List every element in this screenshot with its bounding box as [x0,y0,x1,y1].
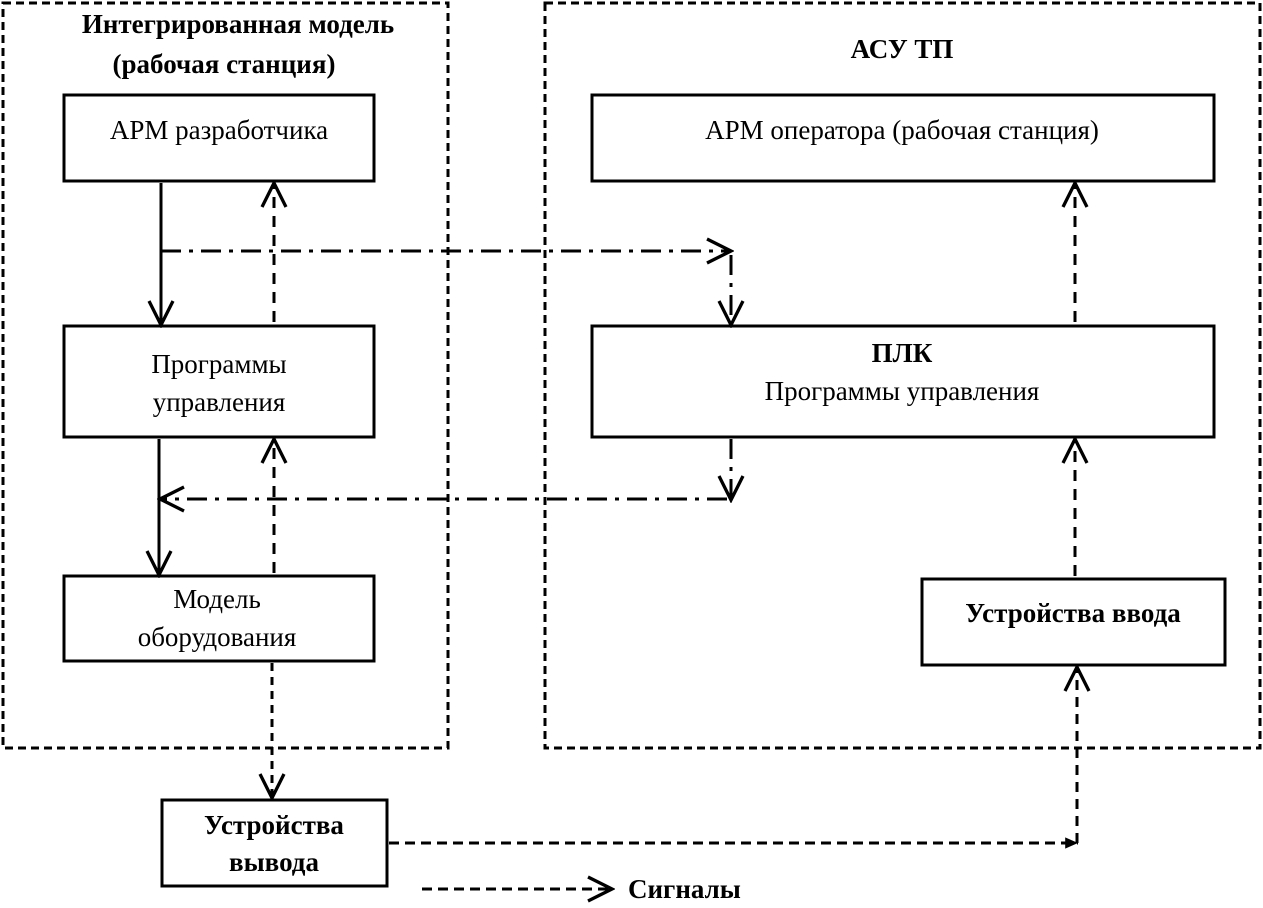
legend: Сигналы [422,874,741,904]
group-asu-tp [543,1,1262,750]
block-equipment-model-label-2: оборудования [138,622,297,652]
block-operator-workstation[interactable] [590,93,1216,183]
block-output-devices-label-2: вывода [229,847,319,877]
block-input-devices-label: Устройства ввода [965,598,1181,628]
block-control-programs-label-1: Программы [151,349,286,379]
group-asu-tp-title: АСУ ТП [851,34,954,64]
block-developer-workstation[interactable] [62,93,376,183]
block-developer-workstation-label: АРМ разработчика [110,115,328,145]
block-control-programs-label-2: управления [153,387,286,417]
block-operator-workstation-label: АРМ оператора (рабочая станция) [705,115,1099,145]
block-plc-title: ПЛК [872,338,933,368]
block-plc-subtitle: Программы управления [765,376,1040,406]
block-plc[interactable] [590,324,1216,439]
block-output-devices-label-1: Устройства [204,810,344,840]
block-input-devices[interactable] [920,577,1227,667]
block-output-devices[interactable] [160,798,389,888]
block-control-programs[interactable] [62,324,376,439]
block-equipment-model[interactable] [62,574,376,663]
group-integrated-model-title-2: (рабочая станция) [113,49,336,79]
block-equipment-model-label-1: Модель [173,584,261,614]
group-integrated-model-title-1: Интегрированная модель [82,9,394,39]
group-integrated-model [1,1,450,750]
legend-signals-label: Сигналы [628,874,741,904]
